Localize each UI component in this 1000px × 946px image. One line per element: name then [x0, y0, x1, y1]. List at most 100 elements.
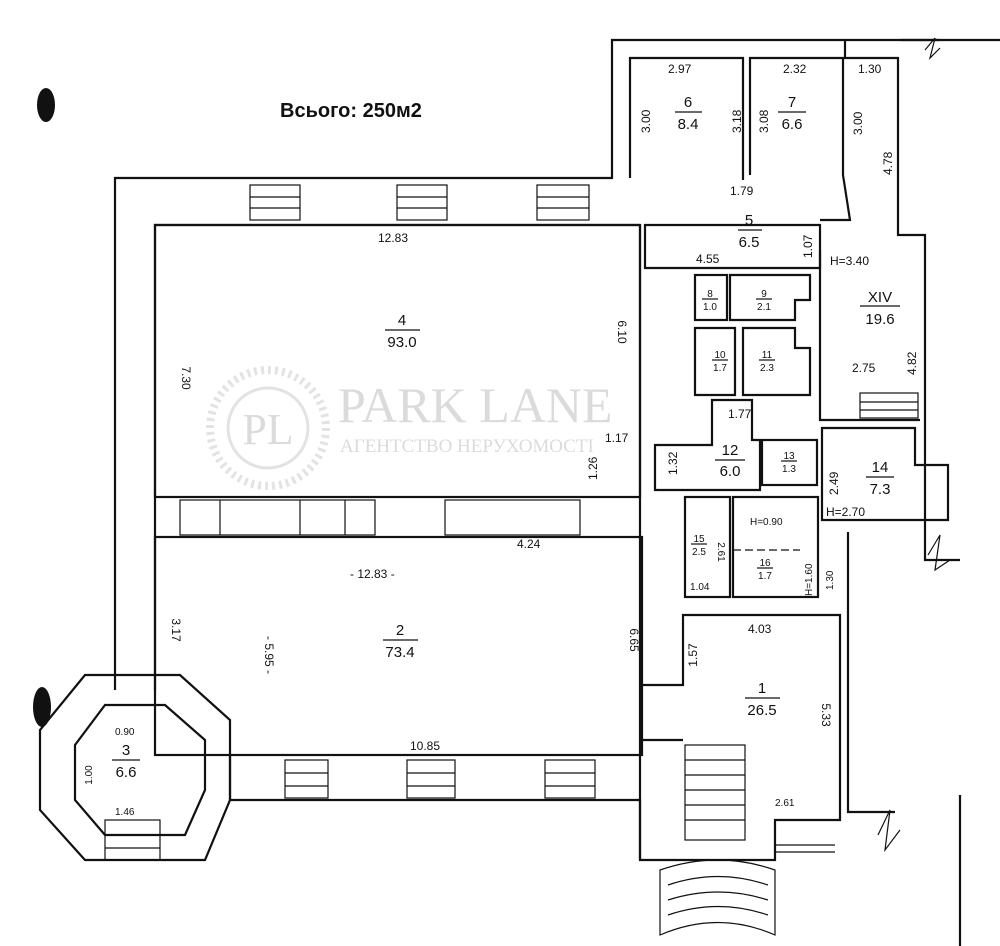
- plan-label: 2.3: [760, 363, 774, 374]
- watermark-brand: PARK LANE: [338, 377, 613, 433]
- plan-label: 73.4: [385, 644, 414, 661]
- room-3-label: 36.6: [112, 742, 140, 781]
- plan-label: 3.17: [169, 618, 183, 642]
- plan-label: 4.24: [517, 537, 541, 551]
- plan-label: 3.00: [851, 111, 865, 135]
- room-4-label: 493.0: [385, 312, 420, 351]
- watermark: PL PARK LANE АГЕНТСТВО НЕРУХОМОСТІ: [206, 366, 613, 490]
- plan-label: - 5.95 -: [262, 636, 276, 674]
- plan-label: 1.57: [686, 643, 700, 667]
- plan-label: 1.04: [690, 582, 710, 593]
- plan-label: 11: [762, 350, 773, 361]
- plan-label: 2.49: [827, 471, 841, 495]
- plan-label: 1.30: [825, 570, 836, 590]
- plan-label: 12: [722, 442, 739, 459]
- dimension-labels: 2.97 3.00 3.18 2.32 3.08 1.30 3.00 4.78 …: [84, 62, 919, 818]
- plan-label: 6.5: [739, 234, 760, 251]
- plan-label: 1.79: [730, 184, 754, 198]
- plan-label: 6.10: [615, 320, 629, 344]
- room-labels: 493.0 273.4 36.6 126.5 68.4 76.6 56.5 XI…: [112, 94, 900, 781]
- plan-label: 1: [758, 680, 766, 697]
- plan-label: H=2.70: [826, 505, 865, 519]
- plan-label: 1.17: [605, 431, 629, 445]
- plan-label: 2.1: [757, 302, 771, 313]
- watermark-subtitle: АГЕНТСТВО НЕРУХОМОСТІ: [340, 436, 594, 457]
- plan-label: 3.18: [730, 109, 744, 133]
- binder-hole-top: [37, 88, 55, 122]
- plan-label: 8: [707, 289, 713, 300]
- plan-label: 15: [693, 534, 705, 545]
- room-8-label: 81.0: [702, 289, 718, 313]
- plan-label: 12.83: [378, 231, 408, 245]
- plan-label: 3.08: [757, 109, 771, 133]
- plan-label: 1.7: [758, 571, 772, 582]
- plan-label: 4.55: [696, 252, 720, 266]
- plan-label: H=0.90: [750, 517, 783, 528]
- plan-label: 8.4: [678, 116, 699, 133]
- plan-label: 2.61: [715, 542, 726, 562]
- plan-title: Всього: 250м2: [280, 100, 422, 122]
- plan-label: 10: [714, 350, 726, 361]
- plan-label: 5: [745, 212, 753, 229]
- plan-label: 1.46: [115, 807, 135, 818]
- plan-label: 14: [872, 459, 889, 476]
- room-XIV-label: XIV 19.6: [860, 289, 900, 328]
- room-12-label: 126.0: [715, 442, 745, 480]
- plan-label: 2.75: [852, 361, 876, 375]
- plan-label: 1.30: [858, 62, 882, 76]
- plan-label: H=3.40: [830, 254, 869, 268]
- plan-label: H=1.60: [804, 563, 815, 596]
- room-10-label: 101.7: [712, 350, 728, 374]
- room-9-label: 92.1: [756, 289, 772, 313]
- plan-label: 2.32: [783, 62, 807, 76]
- plan-label: 9: [761, 289, 767, 300]
- room-11-label: 112.3: [759, 350, 775, 374]
- plan-label: 1.00: [84, 765, 95, 785]
- plan-label: 19.6: [865, 311, 894, 328]
- room-6-label: 68.4: [675, 94, 702, 133]
- room-13-label: 131.3: [781, 451, 797, 475]
- plan-label: 1.26: [586, 456, 600, 480]
- plan-label: 4.03: [748, 622, 772, 636]
- plan-label: 6.0: [720, 463, 741, 480]
- plan-label: 16: [759, 558, 771, 569]
- plan-label: 1.3: [782, 464, 796, 475]
- plan-label: - 12.83 -: [350, 567, 395, 581]
- plan-label: 1.0: [703, 302, 717, 313]
- plan-label: 7.3: [870, 481, 891, 498]
- room-2-label: 273.4: [383, 622, 418, 661]
- plan-label: XIV: [868, 289, 892, 306]
- plan-label: 0.90: [115, 727, 135, 738]
- plan-label: 4.78: [881, 151, 895, 175]
- plan-label: 26.5: [747, 702, 776, 719]
- plan-label: 4: [398, 312, 406, 329]
- room-1-label: 126.5: [745, 680, 780, 719]
- walls: [38, 37, 1000, 946]
- plan-label: 10.85: [410, 739, 440, 753]
- plan-label: 2: [396, 622, 404, 639]
- room-7-label: 76.6: [778, 94, 806, 133]
- plan-label: 1.7: [713, 363, 727, 374]
- plan-label: 1.07: [801, 234, 815, 258]
- plan-label: 4.82: [905, 351, 919, 375]
- plan-label: 2.5: [692, 547, 706, 558]
- plan-label: 2.97: [668, 62, 692, 76]
- stairs: [659, 392, 919, 936]
- room-14-label: 147.3: [866, 459, 894, 498]
- plan-label: 6.6: [116, 764, 137, 781]
- plan-label: 2.61: [775, 798, 795, 809]
- plan-label: 93.0: [387, 334, 416, 351]
- plan-label: 6: [684, 94, 692, 111]
- plan-label: 1.77: [728, 407, 752, 421]
- watermark-logo: PL: [242, 405, 293, 454]
- plan-label: 5.33: [819, 703, 833, 727]
- windows: [104, 184, 596, 861]
- plan-label: 1.32: [666, 451, 680, 475]
- plan-label: 13: [783, 451, 795, 462]
- room-15-label: 152.5: [691, 534, 707, 558]
- plan-label: 7.30: [179, 366, 193, 390]
- plan-label: 3: [122, 742, 130, 759]
- plan-label: 6.65: [627, 628, 641, 652]
- plan-label: 6.6: [782, 116, 803, 133]
